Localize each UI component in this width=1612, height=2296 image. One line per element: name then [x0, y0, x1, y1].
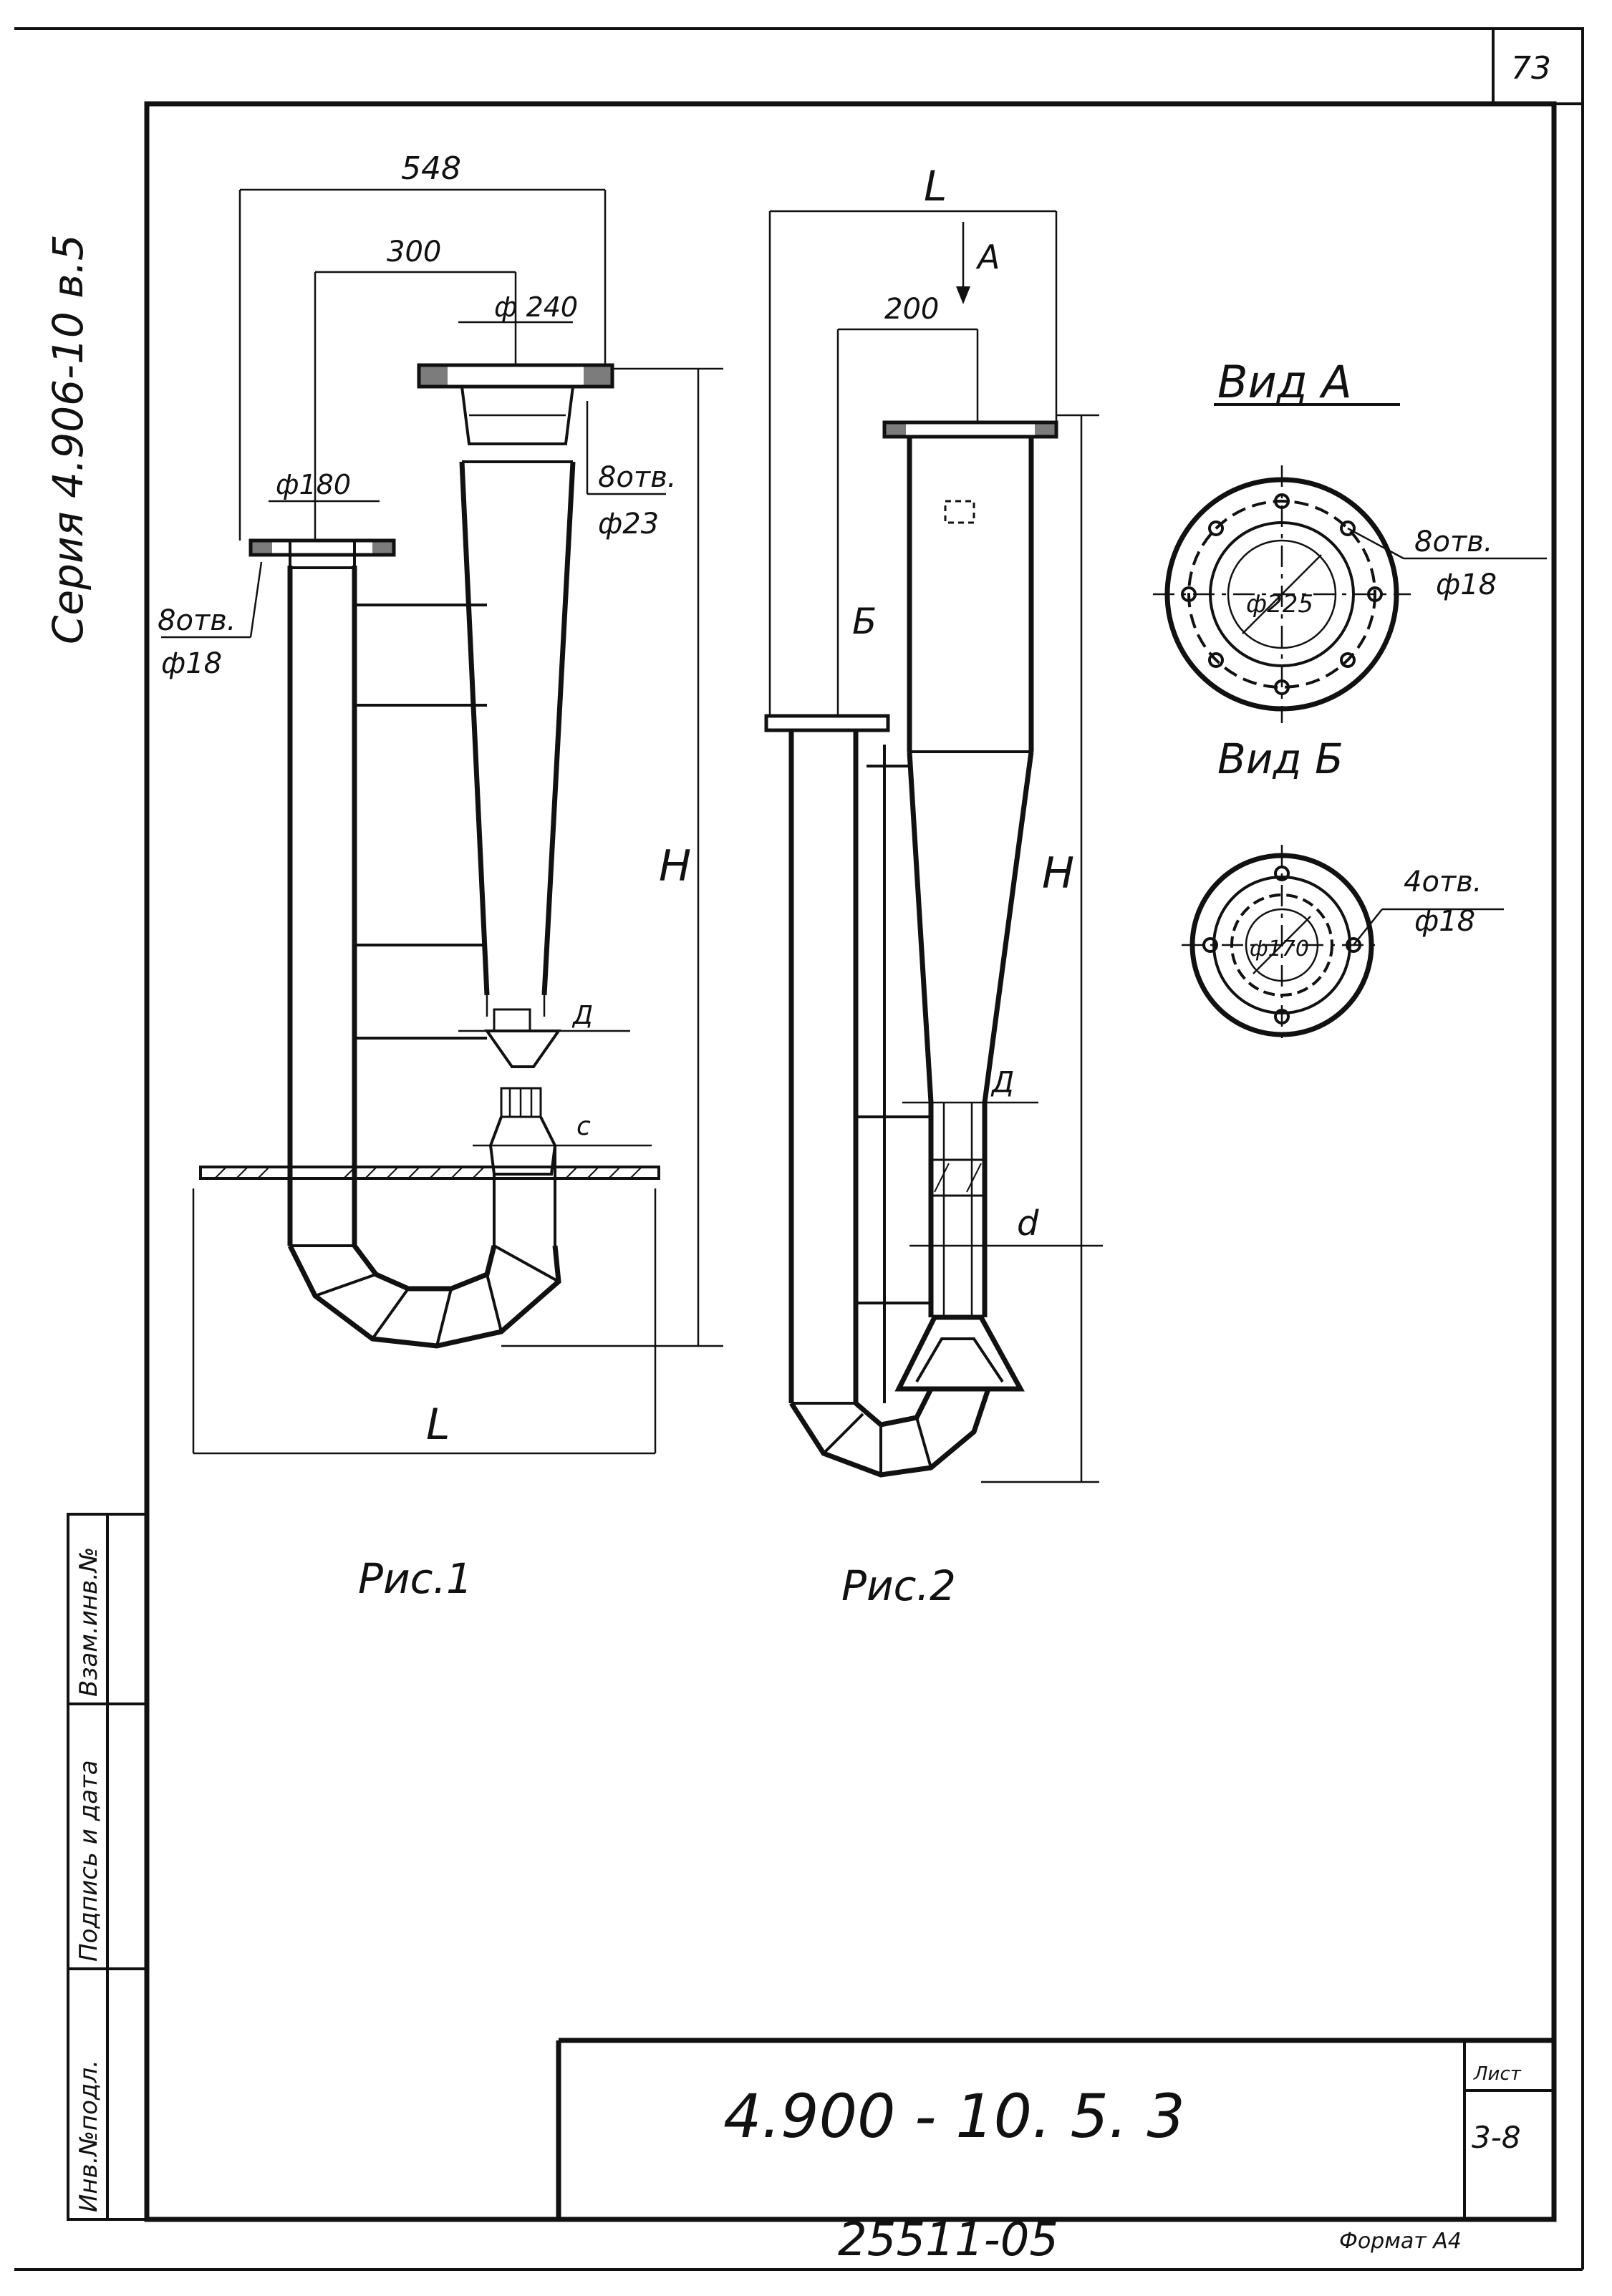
fig1-holes-right: 8отв. — [598, 461, 677, 494]
fig1-dim-H: Н — [659, 841, 691, 891]
drawing-frame — [144, 101, 1557, 2222]
fig2-dim-d: d — [1017, 1203, 1039, 1244]
fig2-dim-200: 200 — [884, 293, 939, 326]
view-a-inner-d: ф225 — [1246, 590, 1313, 619]
fig1-caption: Рис.1 — [358, 1554, 473, 1603]
title-block — [556, 2038, 1555, 2221]
side-stamp — [67, 1513, 148, 2221]
view-a-holes-d: ф18 — [1436, 568, 1497, 601]
fig2-arrow-B: Б — [852, 601, 877, 642]
sheet-border — [14, 27, 1584, 2271]
sheet-number: 3-8 — [1472, 2120, 1521, 2155]
fig2-caption: Рис.2 — [841, 1561, 956, 1610]
fig2-dim-D: Д — [990, 1066, 1014, 1099]
doc-code: 4.900 - 10. 5. 3 — [723, 2081, 1185, 2151]
stamp-inv-podl: Инв.№подл. — [74, 2060, 103, 2212]
corner-page-number: 73 — [1511, 50, 1551, 87]
view-b — [1182, 845, 1504, 1045]
stamp-vzam-inv: Взам.инв.№ — [74, 1547, 103, 1697]
fig2-dim-L: L — [924, 162, 947, 210]
view-a-title: Вид А — [1217, 356, 1352, 408]
fig1-holes-left-d: ф18 — [161, 647, 222, 680]
view-b-title: Вид Б — [1217, 735, 1343, 783]
fig1-holes-right-d: ф23 — [598, 508, 659, 541]
view-a-holes: 8отв. — [1414, 525, 1493, 558]
sheet-label: Лист — [1473, 2063, 1522, 2085]
floor-hatch — [214, 1166, 642, 1179]
figure-2 — [764, 210, 1103, 1483]
view-b-holes: 4отв. — [1404, 866, 1482, 898]
fig2-arrow-A: А — [975, 238, 1000, 276]
series-label: Серия 4.906-10 в.5 — [44, 234, 92, 644]
fig1-dim-300: 300 — [387, 236, 441, 268]
fig1-dim-c: с — [576, 1112, 591, 1141]
figure-1 — [161, 188, 723, 1455]
view-b-holes-d: ф18 — [1414, 905, 1475, 938]
stamp-podpis-data: Подпись и дата — [74, 1760, 103, 1962]
fig1-dim-D: Д — [571, 1001, 593, 1030]
view-b-inner-d: ф170 — [1250, 936, 1309, 961]
view-a — [1153, 403, 1547, 723]
fig1-holes-left: 8отв. — [158, 604, 236, 637]
fig1-dim-L: L — [426, 1400, 450, 1450]
fig1-dim-240: ф 240 — [494, 291, 578, 323]
fig1-dim-548: 548 — [401, 150, 461, 187]
format-label: Формат А4 — [1339, 2229, 1462, 2254]
inventory-number: 25511-05 — [838, 2214, 1058, 2267]
fig1-dim-180: ф180 — [276, 469, 351, 500]
fig2-dim-H: Н — [1042, 848, 1074, 898]
